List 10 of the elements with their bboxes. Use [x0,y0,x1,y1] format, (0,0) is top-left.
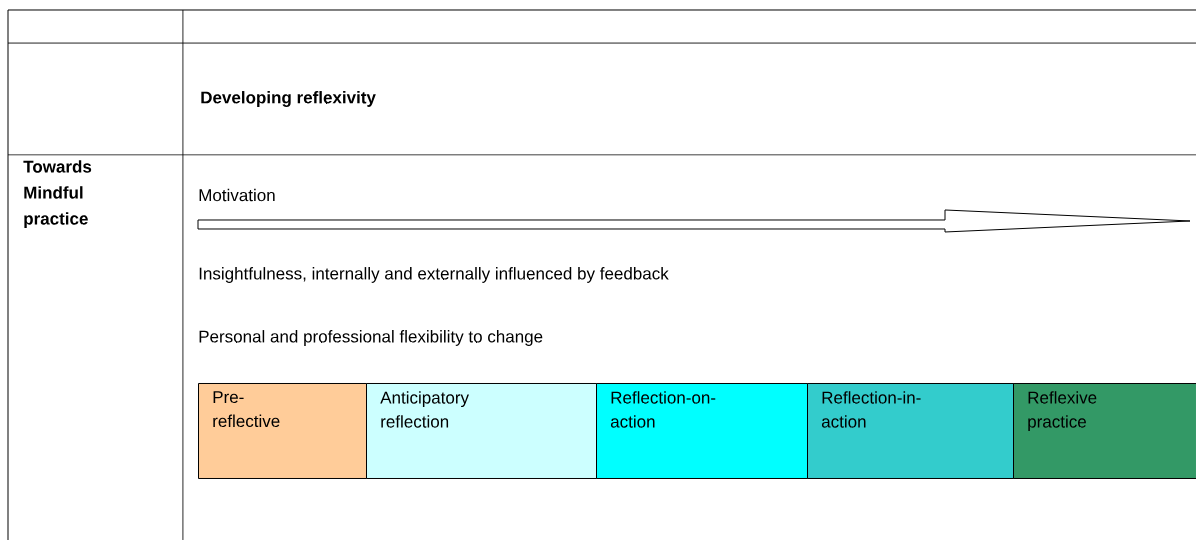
stage-box: Reflection-on-action [596,383,808,479]
table-heading: Developing reflexivity [201,91,376,107]
stage-box: Anticipatory reflection [366,383,597,479]
label: Insightfulness, internally and externally influenced by feedback [199,267,669,283]
arrow-label: Motivation [199,188,275,202]
stage-box: Reflexive practice [1013,383,1196,479]
stage-box: Reflection-in-action [807,383,1014,479]
label: Personal and professional flexibility to change [199,330,543,346]
row-heading: Towards Mindful practice [23,160,92,229]
stage-box: Pre-reflective [198,383,367,479]
